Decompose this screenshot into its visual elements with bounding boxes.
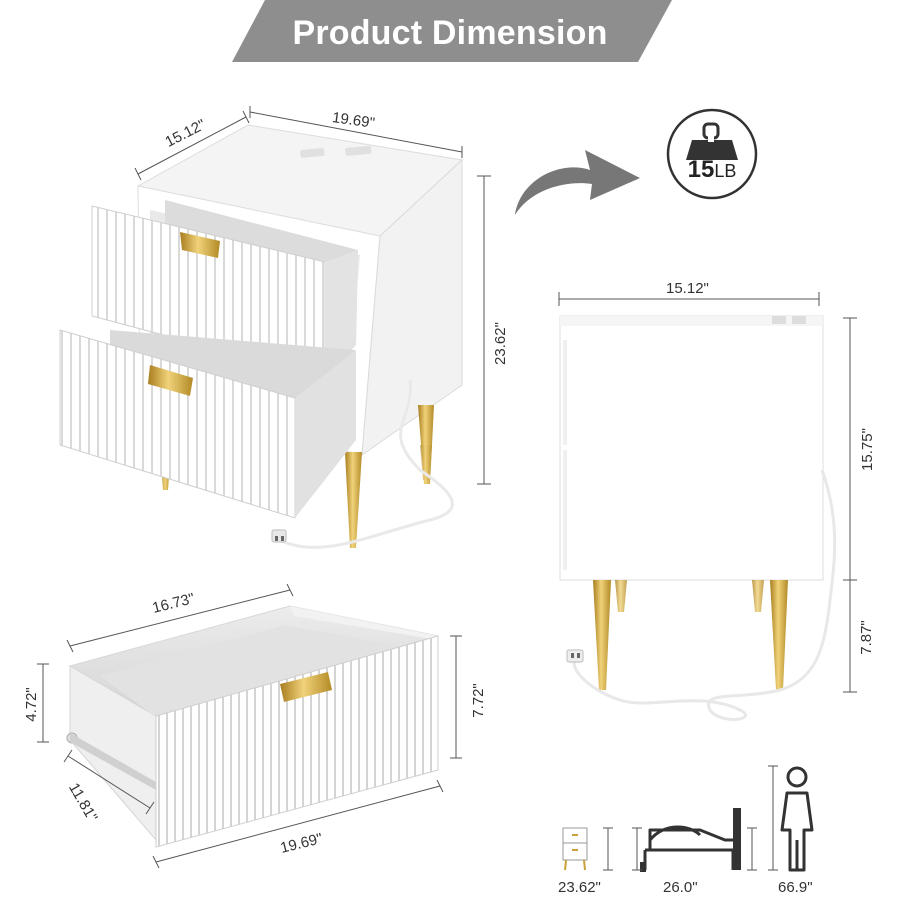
arrow-icon [515,150,640,215]
drawer-dimension-lines [37,583,462,869]
weight-value: 15 [687,156,715,183]
scale-person-icon [768,765,814,872]
scale-bed-icon [632,808,757,872]
side-depth-label: 15.12" [666,280,709,297]
nightstand-main-illustration [59,124,464,549]
drawer-front-height-label: 7.72" [469,683,487,718]
main-height-label: 23.62" [491,322,509,365]
side-dimension-lines [558,292,857,693]
side-leg-height-label: 7.87" [857,620,875,655]
scale-nightstand-icon [562,827,613,871]
main-dimension-lines [134,106,491,485]
scale-person-label: 66.9" [778,879,813,896]
drawer-inner-height-label: 4.72" [22,687,40,722]
scale-nightstand-label: 23.62" [558,879,601,896]
banner-background [232,0,672,62]
page-title: Product Dimension [292,14,608,52]
weight-icon [686,140,738,160]
nightstand-side-illustration [559,315,837,721]
scale-bed-label: 26.0" [663,879,698,896]
drawer-illustration [66,605,439,848]
weight-badge [666,108,758,200]
weight-label: 15LB [670,157,754,184]
side-body-height-label: 15.75" [858,428,876,471]
weight-unit: LB [714,161,737,181]
